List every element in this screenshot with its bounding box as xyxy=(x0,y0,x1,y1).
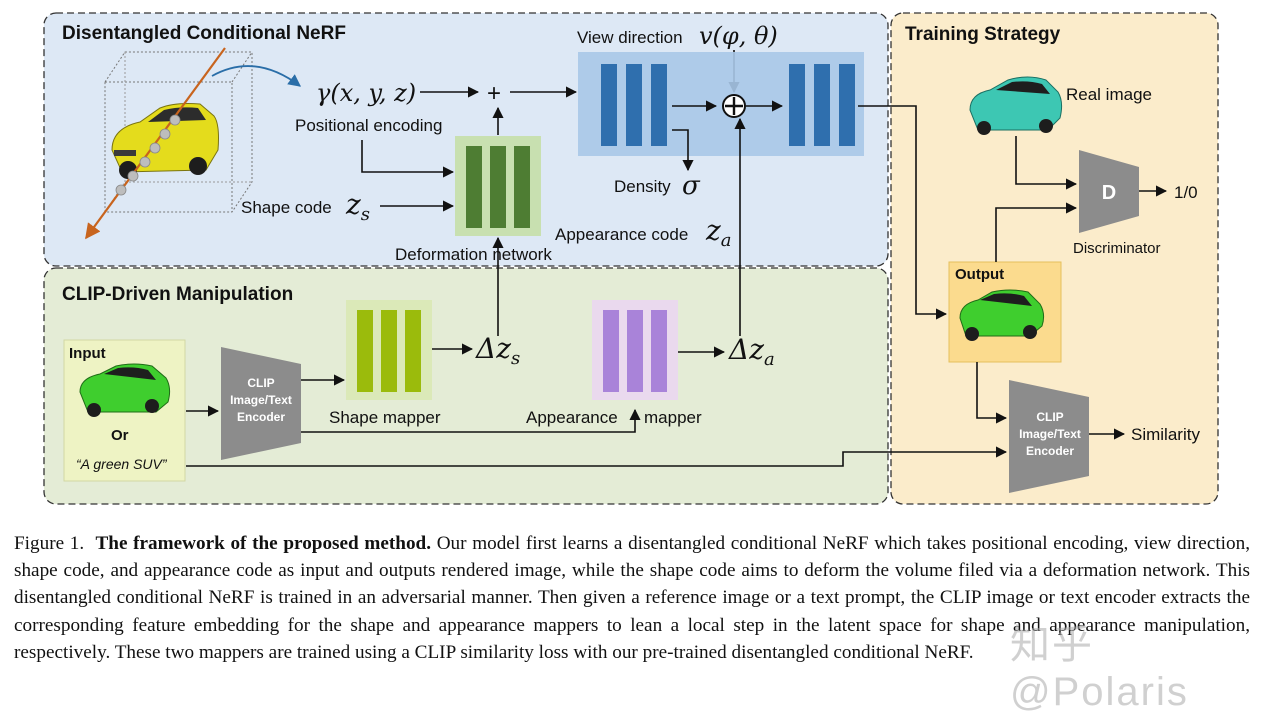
nerf-mlp-second xyxy=(789,64,855,146)
clip-encoder-1 xyxy=(221,347,301,460)
arrow-encoder-to-appearance-mapper xyxy=(301,408,641,433)
caption-prefix: Figure 1. xyxy=(14,533,85,554)
arrow-density xyxy=(672,129,694,172)
appearance-mapper-label-right: mapper xyxy=(644,408,702,427)
sample-ray xyxy=(85,47,226,240)
training-panel-title: Training Strategy xyxy=(905,24,1061,45)
sum-node-icon xyxy=(722,94,746,118)
output-label: Output xyxy=(955,266,1004,283)
discriminator-letter: D xyxy=(1102,182,1116,204)
plus-sign: + xyxy=(487,80,501,107)
view-direction-label: View direction xyxy=(577,28,683,47)
clip-encoder-1-line1: CLIP xyxy=(247,376,274,390)
caption-bold-title: The framework of the proposed method. xyxy=(95,533,432,554)
discriminator-label: Discriminator xyxy=(1073,240,1161,257)
teal-car-real-image xyxy=(969,76,1063,135)
arrow-encoding-to-deform xyxy=(361,140,455,178)
appearance-mapper xyxy=(592,300,678,400)
encoding-curve-arrow xyxy=(211,65,302,87)
deformation-network-label: Deformation network xyxy=(395,245,552,264)
training-panel xyxy=(890,12,1219,505)
arrow-real-to-discriminator xyxy=(1015,136,1078,190)
shape-mapper-label: Shape mapper xyxy=(329,408,441,427)
appearance-code-symbol: za xyxy=(705,214,732,251)
density-label: Density xyxy=(614,177,671,196)
or-label: Or xyxy=(111,427,129,444)
caption-body: Our model first learns a disentangled co… xyxy=(14,533,1250,663)
clip-encoder-2 xyxy=(1009,380,1089,493)
similarity-label: Similarity xyxy=(1131,425,1200,444)
real-image-label: Real image xyxy=(1066,85,1152,104)
clip-panel-title: CLIP-Driven Manipulation xyxy=(62,284,293,305)
green-suv-input-image xyxy=(79,363,171,417)
arrow-render-to-output xyxy=(858,105,948,320)
clip-encoder-1-line2: Image/Text xyxy=(230,393,292,407)
shape-code-symbol: zs xyxy=(345,188,370,225)
deformation-network xyxy=(455,136,541,236)
gamma-xyz-label: γ(x, y, z) xyxy=(316,79,416,107)
appearance-mapper-label-left: Appearance xyxy=(526,408,618,427)
delta-za: Δza xyxy=(728,333,775,370)
clip-encoder-2-line2: Image/Text xyxy=(1019,427,1081,441)
text-prompt: “A green SUV” xyxy=(76,456,168,472)
view-direction-math: v(φ, θ) xyxy=(699,22,778,50)
arrow-output-to-discriminator xyxy=(995,202,1078,262)
shape-mapper xyxy=(346,300,432,400)
arrow-prompt-to-encoder-2 xyxy=(186,446,1008,467)
green-car-output-image xyxy=(959,289,1045,341)
shape-code-label: Shape code xyxy=(241,198,332,217)
arrow-output-to-encoder-2 xyxy=(976,362,1008,424)
clip-encoder-2-line3: Encoder xyxy=(1026,444,1074,458)
discriminator xyxy=(1079,150,1139,233)
figure-caption: Figure 1. The framework of the proposed … xyxy=(14,530,1250,666)
delta-zs: Δzs xyxy=(475,332,520,369)
discriminator-output-label: 1/0 xyxy=(1174,183,1198,202)
density-symbol: σ xyxy=(682,171,701,201)
clip-encoder-1-line3: Encoder xyxy=(237,410,285,424)
clip-encoder-2-line1: CLIP xyxy=(1036,410,1063,424)
framework-figure: Disentangled Conditional NeRF CLIP-Drive… xyxy=(43,12,1219,505)
positional-encoding-label: Positional encoding xyxy=(295,116,442,135)
nerf-panel-title: Disentangled Conditional NeRF xyxy=(62,23,346,44)
input-label: Input xyxy=(69,345,106,362)
appearance-code-label: Appearance code xyxy=(555,225,688,244)
nerf-mlp-first xyxy=(601,64,667,146)
